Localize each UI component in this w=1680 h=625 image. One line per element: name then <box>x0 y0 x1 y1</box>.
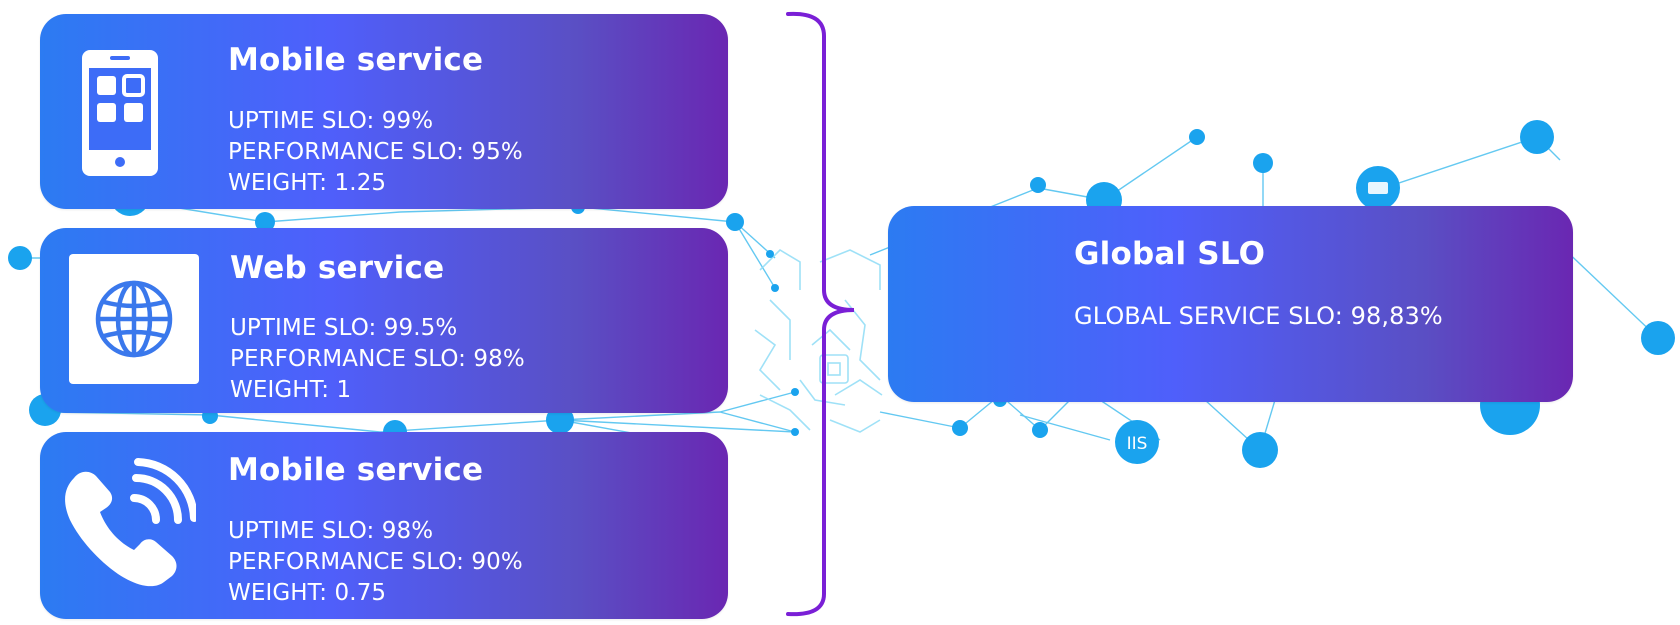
weight: WEIGHT: 1 <box>230 377 352 403</box>
uptime-slo: UPTIME SLO: 98% <box>228 518 434 544</box>
service-card-mobile-2: Mobile service UPTIME SLO: 98% PERFORMAN… <box>40 432 728 619</box>
service-title: Mobile service <box>228 452 484 488</box>
phone-signal-icon <box>56 458 198 592</box>
global-slo-card: Global SLO GLOBAL SERVICE SLO: 98,83% <box>888 206 1573 402</box>
globe-icon <box>69 254 199 388</box>
global-slo-title: Global SLO <box>1074 236 1266 272</box>
aggregation-bracket <box>786 11 855 617</box>
smartphone-icon <box>80 48 160 182</box>
performance-slo: PERFORMANCE SLO: 98% <box>230 346 525 372</box>
weight: WEIGHT: 1.25 <box>228 170 387 196</box>
service-title: Web service <box>230 250 445 286</box>
uptime-slo: UPTIME SLO: 99.5% <box>230 315 458 341</box>
service-card-mobile-1: Mobile service UPTIME SLO: 99% PERFORMAN… <box>40 14 728 209</box>
service-card-web: Web service UPTIME SLO: 99.5% PERFORMANC… <box>40 228 728 413</box>
uptime-slo: UPTIME SLO: 99% <box>228 108 434 134</box>
performance-slo: PERFORMANCE SLO: 95% <box>228 139 523 165</box>
iis-node-label: IIS <box>1127 434 1148 454</box>
weight: WEIGHT: 0.75 <box>228 580 387 606</box>
global-service-slo: GLOBAL SERVICE SLO: 98,83% <box>1074 302 1443 330</box>
performance-slo: PERFORMANCE SLO: 90% <box>228 549 523 575</box>
service-title: Mobile service <box>228 42 484 78</box>
